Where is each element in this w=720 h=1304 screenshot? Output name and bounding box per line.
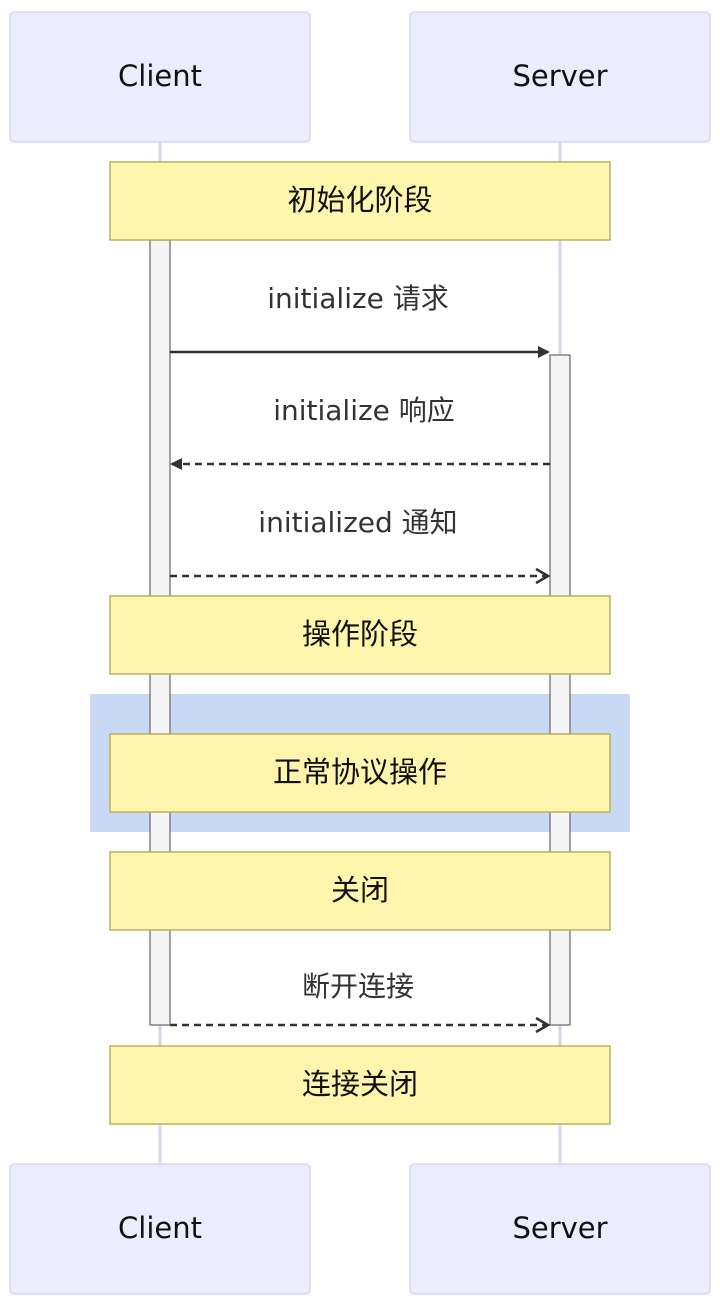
note-init-phase: 初始化阶段	[109, 161, 611, 241]
message-disconnect-label: 断开连接	[302, 970, 414, 1003]
message-initialize-request: initialize 请求	[170, 282, 550, 358]
message-initialize-response: initialize 响应	[170, 394, 550, 470]
message-initialize-request-label: initialize 请求	[267, 282, 449, 315]
note-normal-operation: 正常协议操作	[109, 733, 611, 813]
note-normal-operation-label: 正常协议操作	[273, 755, 447, 789]
note-init-phase-label: 初始化阶段	[287, 183, 432, 217]
note-operation-phase: 操作阶段	[109, 595, 611, 675]
message-initialized-notification: initialized 通知	[170, 506, 548, 576]
note-shutdown: 关闭	[109, 851, 611, 931]
note-shutdown-label: 关闭	[331, 873, 389, 907]
actor-server-top: Server	[409, 11, 711, 143]
message-disconnect: 断开连接	[170, 970, 548, 1025]
actor-server-bottom-label: Server	[512, 1211, 607, 1245]
actor-server-top-label: Server	[512, 59, 607, 93]
message-initialize-response-label: initialize 响应	[273, 394, 455, 427]
actor-client-top: Client	[9, 11, 311, 143]
note-connection-closed-label: 连接关闭	[302, 1067, 418, 1101]
actor-client-bottom-label: Client	[118, 1211, 202, 1245]
message-initialized-notification-label: initialized 通知	[258, 506, 457, 539]
actor-server-bottom: Server	[409, 1163, 711, 1295]
note-operation-phase-label: 操作阶段	[302, 617, 418, 651]
note-connection-closed: 连接关闭	[109, 1045, 611, 1125]
actor-client-top-label: Client	[118, 59, 202, 93]
actor-client-bottom: Client	[9, 1163, 311, 1295]
